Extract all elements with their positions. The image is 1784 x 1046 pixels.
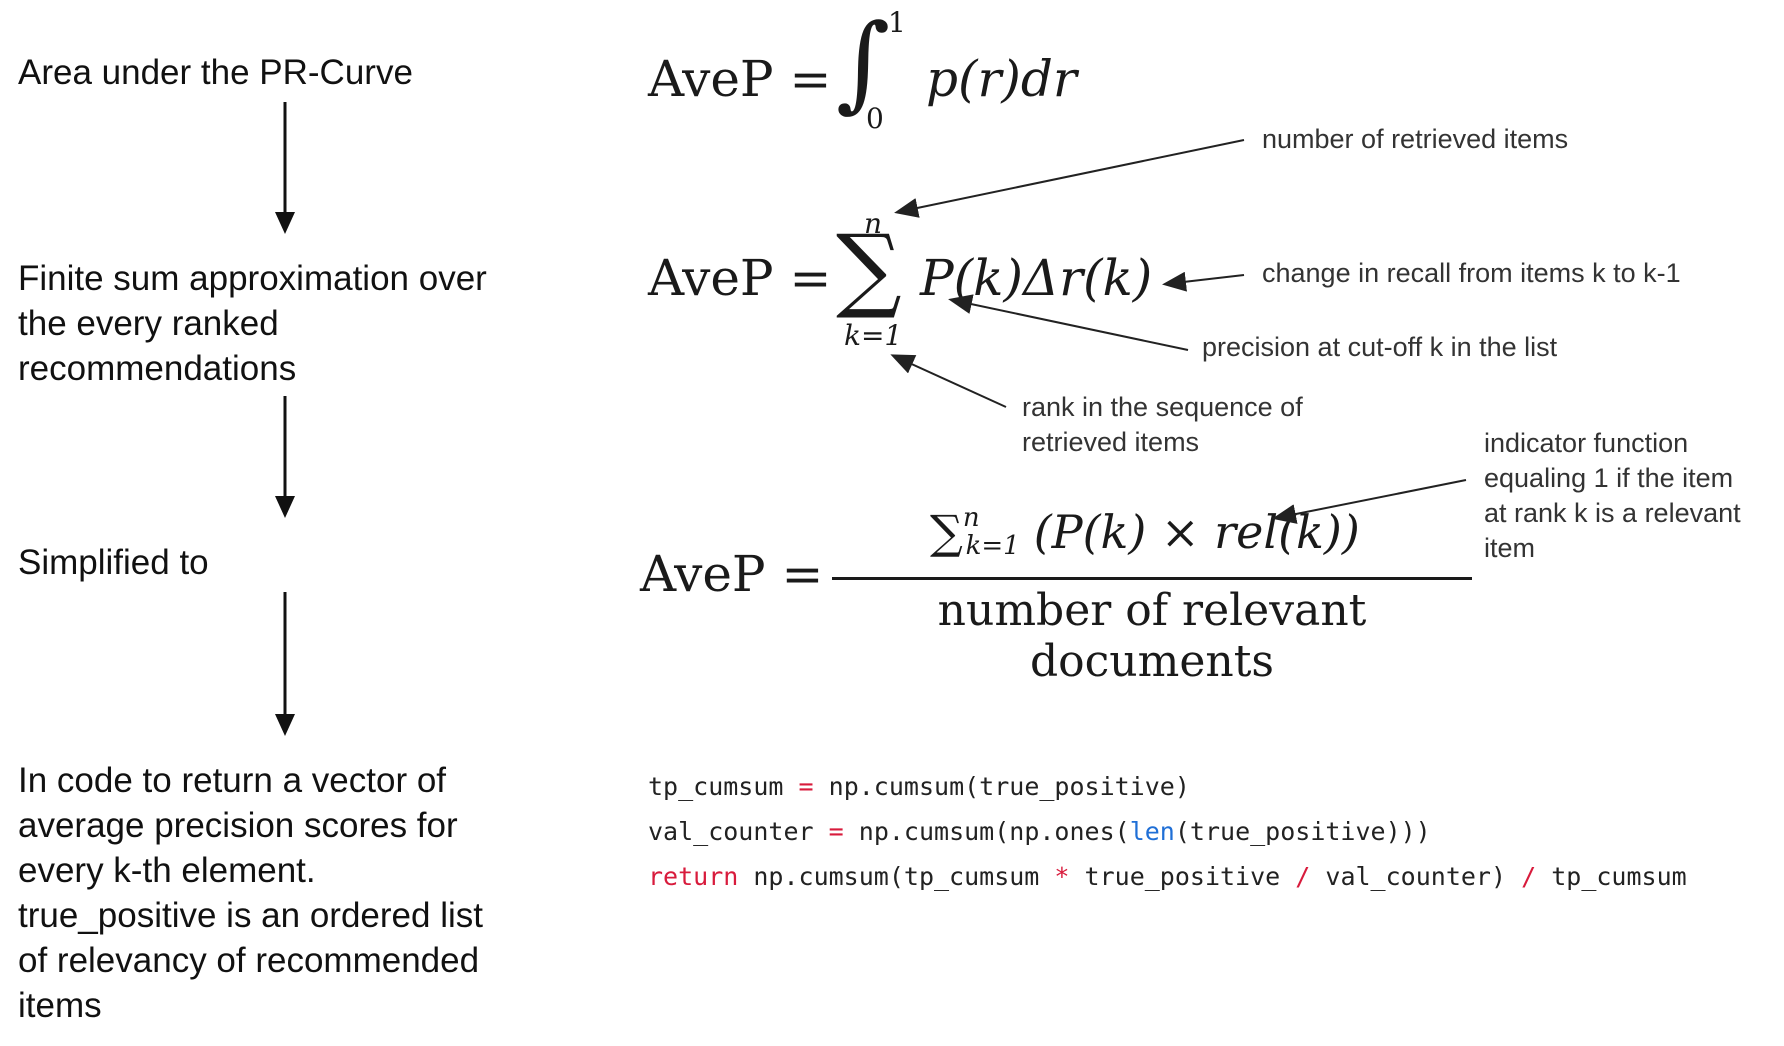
sum-sign: ∑ bbox=[836, 215, 902, 322]
code-div-op: / bbox=[1295, 862, 1311, 891]
code-line-2: val_counter = np.cumsum(np.ones(len(true… bbox=[648, 809, 1687, 854]
code-assign-op: = bbox=[798, 772, 814, 801]
code-div-op: / bbox=[1521, 862, 1537, 891]
fraction-numerator: ∑nk=1 (P(k) × rel(k)) bbox=[930, 503, 1360, 561]
formula-simplified: AveP = ∑nk=1 (P(k) × rel(k)) number of re… bbox=[640, 503, 1490, 687]
sum-body: P(k)Δr(k) bbox=[920, 249, 1153, 307]
integrand: p(r)dr bbox=[926, 50, 1077, 108]
code-var-tp-cumsum: tp_cumsum bbox=[648, 772, 784, 801]
formula1-lhs: AveP = bbox=[648, 50, 832, 108]
integral-sign: ∫ bbox=[836, 1, 891, 123]
formula2-lhs: AveP = bbox=[648, 249, 832, 307]
step-in-code: In code to return a vector of average pr… bbox=[18, 761, 483, 1025]
step-finite-sum: Finite sum approximation over the every … bbox=[18, 259, 487, 388]
annotation-precision-cutoff: precision at cut-off k in the list bbox=[1202, 332, 1558, 362]
sum-lower-limit: k=1 bbox=[844, 319, 903, 352]
step-simplified: Simplified to bbox=[18, 543, 209, 582]
code-part-b: true_positive bbox=[1084, 862, 1281, 891]
code-expr-pre: np.cumsum(np.ones( bbox=[858, 817, 1130, 846]
code-mul-op: * bbox=[1054, 862, 1070, 891]
code-line-3: return np.cumsum(tp_cumsum * true_positi… bbox=[648, 854, 1687, 899]
numerator-body: (P(k) × rel(k)) bbox=[1033, 505, 1360, 559]
annotation-indicator-function: indicator function equaling 1 if the ite… bbox=[1484, 428, 1741, 563]
code-block: tp_cumsum = np.cumsum(true_positive)val_… bbox=[648, 764, 1687, 899]
down-arrow-1 bbox=[275, 102, 295, 234]
fraction-denominator: number of relevant documents bbox=[937, 585, 1367, 687]
numerator-sum-sign: ∑ bbox=[930, 505, 963, 559]
code-part-a: np.cumsum(tp_cumsum bbox=[753, 862, 1040, 891]
code-part-c: val_counter) bbox=[1325, 862, 1507, 891]
formula-integral: AveP = ∫ 1 0 p(r)dr bbox=[648, 6, 1088, 140]
code-keyword-return: return bbox=[648, 862, 739, 891]
numerator-sup: n bbox=[962, 503, 980, 533]
code-assign-op: = bbox=[828, 817, 844, 846]
integral-lower-limit: 0 bbox=[866, 102, 884, 135]
formula-sum: AveP = ∑ n k=1 P(k)Δr(k) bbox=[648, 205, 1188, 365]
annotation-change-in-recall: change in recall from items k to k-1 bbox=[1262, 258, 1681, 288]
fraction-bar bbox=[832, 577, 1472, 580]
code-builtin-len: len bbox=[1129, 817, 1175, 846]
arrow-to-upper-limit bbox=[894, 139, 1245, 218]
down-arrow-2 bbox=[275, 396, 295, 518]
code-var-val-counter: val_counter bbox=[648, 817, 814, 846]
numerator-sub: k=1 bbox=[965, 531, 1020, 561]
down-arrow-3 bbox=[275, 592, 295, 736]
code-expr: np.cumsum(true_positive) bbox=[828, 772, 1190, 801]
step-area-under-curve: Area under the PR-Curve bbox=[18, 53, 413, 92]
code-expr-post: (true_positive))) bbox=[1174, 817, 1431, 846]
annotation-number-retrieved: number of retrieved items bbox=[1262, 124, 1569, 154]
formula3-lhs: AveP = bbox=[640, 545, 824, 603]
sum-upper-limit: n bbox=[864, 207, 883, 240]
annotation-rank-sequence: rank in the sequence of retrieved items bbox=[1022, 392, 1303, 457]
integral-upper-limit: 1 bbox=[888, 6, 906, 39]
code-part-d: tp_cumsum bbox=[1551, 862, 1687, 891]
code-line-1: tp_cumsum = np.cumsum(true_positive) bbox=[648, 764, 1687, 809]
